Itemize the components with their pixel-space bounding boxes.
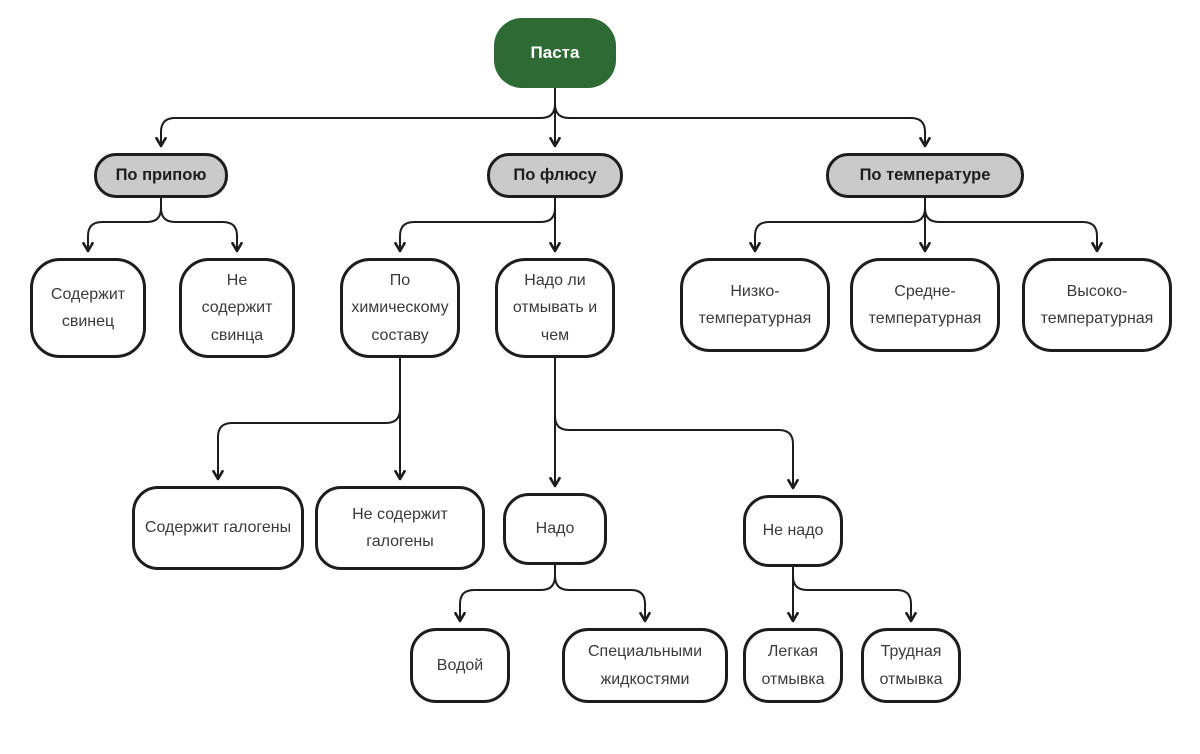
node-special-liquids-label: Специальными жидкостями (587, 643, 703, 688)
node-by-flux[interactable]: По флюсу (487, 153, 623, 198)
connector-temperature-low (749, 197, 926, 253)
node-water-label: Водой (436, 656, 484, 674)
node-hard-wash[interactable]: Трудная отмывка (861, 628, 961, 703)
connector-wash-no-need (554, 357, 799, 490)
node-water[interactable]: Водой (410, 628, 510, 703)
connector-temperature-high (924, 197, 1103, 253)
node-by-solder-label: По припою (115, 166, 207, 185)
node-need-wash[interactable]: Надо (503, 493, 607, 565)
connector-need-water (454, 564, 556, 623)
connector-pasta-solder (155, 87, 556, 148)
node-contains-halogens[interactable]: Содержит галогены (132, 486, 304, 570)
node-special-liquids[interactable]: Специальными жидкостями (562, 628, 728, 703)
node-by-temperature-label: По температуре (859, 166, 991, 185)
node-easy-wash[interactable]: Легкая отмывка (743, 628, 843, 703)
node-wash-needed-label: Надо ли отмывать и чем (512, 272, 598, 344)
node-contains-halogens-label: Содержит галогены (144, 519, 292, 537)
connector-no-need-hard-wash (792, 566, 917, 623)
node-mid-temperature-label: Средне-температурная (868, 282, 982, 327)
connector-solder-contains-lead (82, 197, 162, 253)
node-mid-temperature[interactable]: Средне-температурная (850, 258, 1000, 352)
node-no-need-wash-label: Не надо (762, 522, 824, 540)
node-no-lead[interactable]: Не содержит свинца (179, 258, 295, 358)
node-by-solder[interactable]: По припою (94, 153, 228, 198)
node-wash-needed[interactable]: Надо ли отмывать и чем (495, 258, 615, 358)
node-by-flux-label: По флюсу (513, 166, 597, 185)
node-need-wash-label: Надо (535, 520, 575, 538)
node-contains-lead-label: Содержит свинец (50, 285, 126, 330)
node-no-halogens[interactable]: Не содержит галогены (315, 486, 485, 570)
node-chemical-composition-label: По химическому составу (351, 272, 449, 344)
node-by-temperature[interactable]: По температуре (826, 153, 1024, 198)
connector-flux-chemical (394, 197, 556, 253)
node-no-lead-label: Не содержит свинца (201, 272, 273, 344)
node-pasta[interactable]: Паста (494, 18, 616, 88)
node-high-temperature[interactable]: Высоко-температурная (1022, 258, 1172, 352)
node-easy-wash-label: Легкая отмывка (761, 643, 825, 688)
connector-need-liquids (554, 564, 651, 623)
node-low-temperature[interactable]: Низко-температурная (680, 258, 830, 352)
connector-solder-no-lead (160, 197, 243, 253)
node-chemical-composition[interactable]: По химическому составу (340, 258, 460, 358)
node-contains-lead[interactable]: Содержит свинец (30, 258, 146, 358)
node-no-need-wash[interactable]: Не надо (743, 495, 843, 567)
connector-pasta-temperature (554, 87, 931, 148)
connector-chemical-halogens (212, 357, 401, 481)
node-high-temperature-label: Высоко-температурная (1040, 282, 1154, 327)
node-hard-wash-label: Трудная отмывка (879, 643, 943, 688)
node-pasta-label: Паста (530, 42, 580, 62)
node-no-halogens-label: Не содержит галогены (352, 505, 448, 550)
node-low-temperature-label: Низко-температурная (698, 282, 812, 327)
